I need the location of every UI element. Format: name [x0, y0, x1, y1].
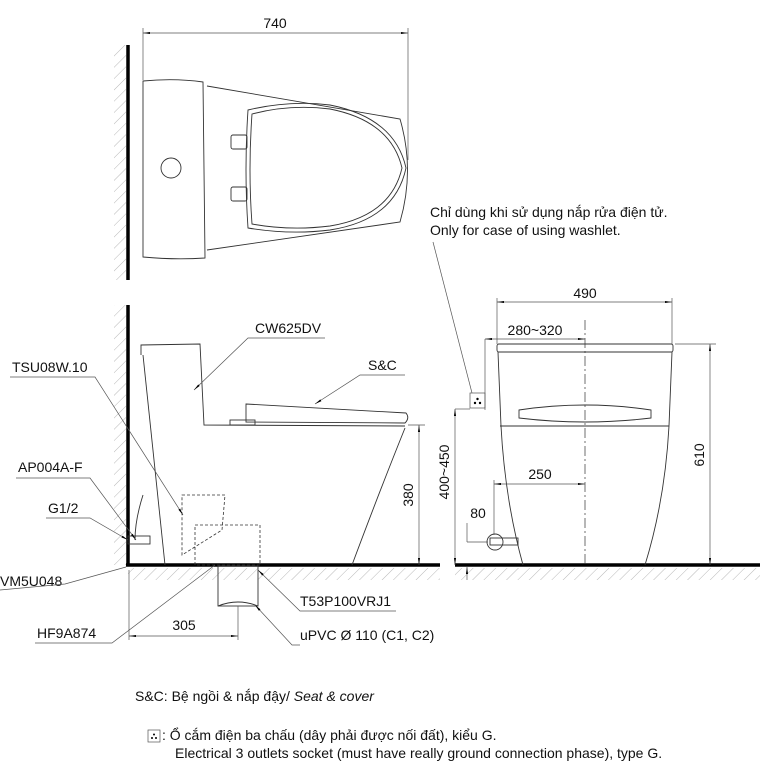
seat-outline [245, 102, 407, 233]
seat-front [518, 404, 652, 423]
dim-height-label: 610 [691, 443, 707, 467]
tank-top [142, 79, 206, 260]
dim-socket-height-label: 400~450 [436, 444, 452, 499]
floor-hatch [128, 568, 440, 580]
hinge-top [230, 134, 248, 150]
flush-button-icon [160, 157, 182, 179]
legend-socket-vi: : Ổ cắm điện ba chấu (dây phải được nối … [162, 726, 497, 743]
bowl-left-front [497, 351, 524, 566]
wall-hatch [114, 45, 126, 280]
dim-seat-height-label: 380 [400, 483, 416, 507]
dim-width-label: 740 [263, 15, 287, 31]
tank-lid-front [496, 343, 674, 353]
angle-valve [127, 535, 151, 545]
side-view: CW625DV S&C TSU08W.10 AP004A-F G1/2 VM5U… [0, 305, 440, 646]
socket-legend-icon [147, 729, 161, 743]
toilet-tank-side [140, 343, 406, 427]
toilet-bowl-side [351, 427, 406, 566]
seat-side [245, 403, 409, 424]
bowl-right-front [644, 351, 673, 566]
dim-rough-in-label: 305 [172, 617, 196, 633]
dim-supply-offset-label: 250 [528, 466, 552, 482]
dim-supply-height-label: 80 [470, 505, 486, 521]
supply-hose [134, 494, 144, 541]
legend-socket-en: Electrical 3 outlets socket (must have r… [175, 745, 662, 761]
label-tsu08w10: TSU08W.10 [12, 359, 88, 375]
top-view: 740 [114, 15, 409, 280]
flange-dashed [181, 494, 226, 556]
label-sc: S&C [368, 357, 397, 373]
front-view: Chỉ dùng khi sử dụng nắp rửa điện tử. On… [430, 204, 760, 580]
washlet-note-vi: Chỉ dùng khi sử dụng nắp rửa điện tử. [430, 204, 667, 220]
power-socket-icon [469, 392, 486, 409]
dim-width-front-label: 490 [573, 285, 597, 301]
hinge-bottom [230, 186, 248, 202]
label-hf9a874: HF9A874 [37, 625, 96, 641]
label-vm5u048: VM5U048 [0, 573, 62, 589]
bowl-top-outline [206, 85, 408, 251]
supply-valve-front [486, 533, 504, 551]
label-g1-2: G1/2 [48, 500, 79, 516]
label-cw625dv: CW625DV [255, 320, 322, 336]
label-ap004a-f: AP004A-F [18, 459, 83, 475]
legend: S&C: Bệ ngồi & nắp đậy/ Seat & cover : Ổ… [135, 688, 662, 761]
legend-sc: S&C: Bệ ngồi & nắp đậy/ Seat & cover [135, 688, 375, 704]
label-upvc-drain: uPVC Ø 110 (C1, C2) [300, 627, 434, 643]
washlet-note-en: Only for case of using washlet. [430, 222, 621, 238]
label-t53p100vrj1: T53P100VRJ1 [300, 593, 391, 609]
wall-hatch [114, 305, 126, 565]
dim-socket-offset-label: 280~320 [508, 322, 563, 338]
